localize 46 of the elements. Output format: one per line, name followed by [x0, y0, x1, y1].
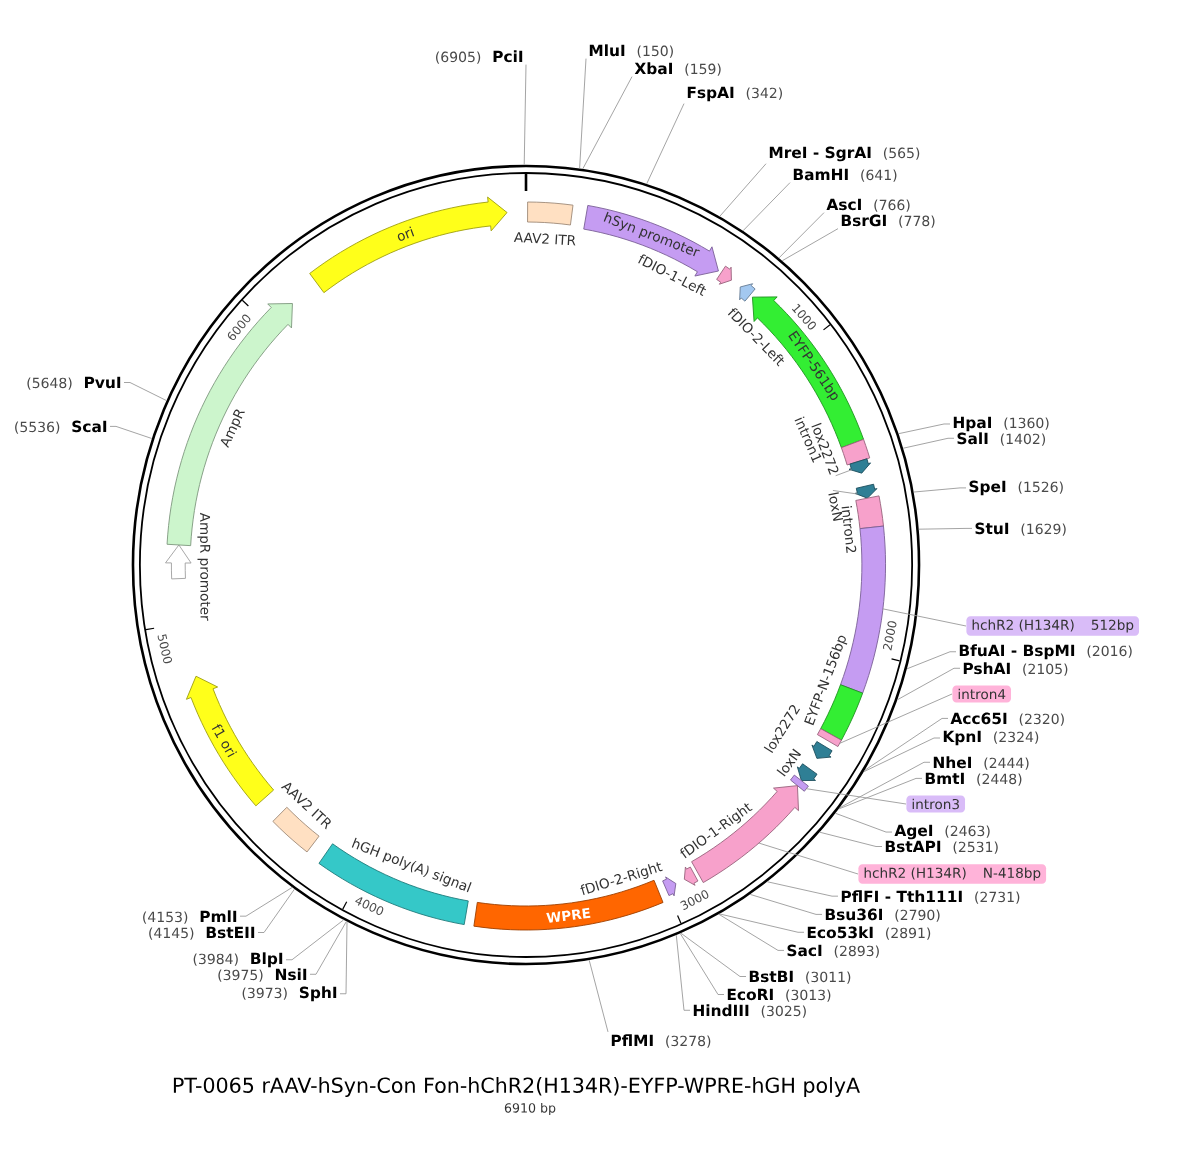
leader-line — [257, 888, 295, 933]
leader-line — [835, 469, 853, 477]
leader-line — [896, 667, 961, 701]
leader-line — [339, 921, 348, 995]
leader-line — [832, 490, 859, 495]
leader-line — [646, 103, 685, 185]
leader-line — [675, 934, 691, 1011]
leader-line — [742, 182, 791, 232]
leader-line — [718, 913, 785, 951]
feature-bar — [790, 774, 809, 792]
leader-line — [902, 437, 955, 449]
leader-line — [819, 831, 883, 847]
leader-line — [781, 228, 839, 262]
leader-line — [719, 163, 767, 217]
leader-line — [523, 64, 527, 166]
leader-line — [778, 212, 825, 259]
leader-line — [309, 921, 347, 975]
leader-line — [863, 737, 941, 773]
leader-line — [239, 887, 293, 917]
leader-line — [898, 423, 951, 435]
leader-line — [839, 693, 953, 744]
feature-block — [854, 483, 878, 499]
map-title: PT-0065 rAAV-hSyn-Con Fon-hChR2(H134R)-EYFP-WPRE-hGH polyA — [173, 1077, 860, 1097]
leader-line — [805, 788, 907, 805]
leader-line — [579, 58, 587, 169]
leader-line — [719, 913, 805, 933]
leader-line — [835, 812, 893, 833]
leader-line — [109, 425, 153, 439]
leader-line — [913, 487, 967, 493]
leader-line — [680, 932, 747, 977]
leader-line — [123, 382, 167, 401]
feature-bar — [816, 728, 842, 747]
leader-line — [749, 893, 823, 915]
leader-line — [758, 842, 859, 875]
leader-line — [882, 608, 967, 627]
leader-line — [839, 761, 931, 809]
leader-line — [918, 527, 973, 530]
leader-line — [582, 76, 633, 170]
leader-line — [838, 777, 923, 810]
leader-line — [285, 919, 344, 961]
leader-line — [766, 881, 839, 897]
leader-line — [906, 651, 957, 670]
leader-line — [679, 933, 725, 995]
feature-block — [848, 458, 872, 474]
leader-line — [588, 959, 609, 1033]
leader-line — [864, 717, 949, 771]
